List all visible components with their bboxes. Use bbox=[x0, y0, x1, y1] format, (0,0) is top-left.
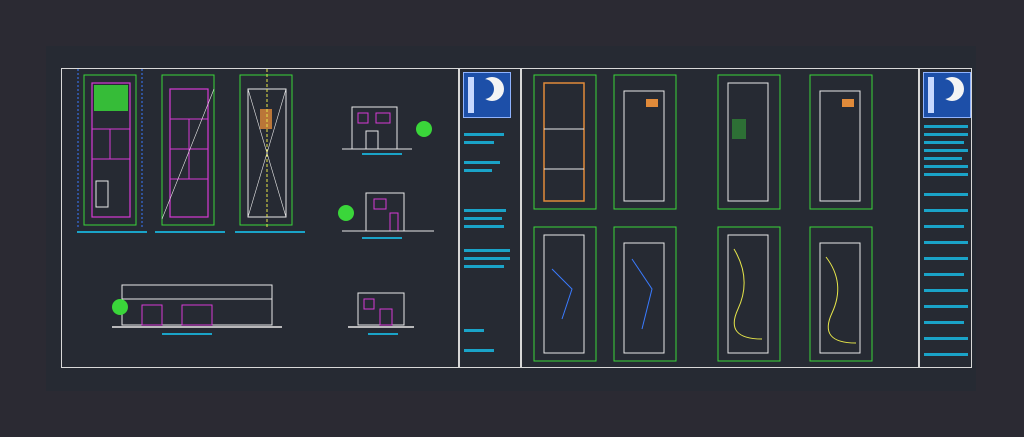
title-block-1 bbox=[458, 69, 522, 367]
drawing-sheet-1[interactable] bbox=[61, 68, 521, 368]
front-elevation[interactable] bbox=[342, 106, 432, 155]
plan-structural-2[interactable] bbox=[613, 74, 677, 210]
sheet-2-drawings bbox=[533, 74, 873, 362]
cad-model-space[interactable] bbox=[46, 46, 976, 391]
floor-plan-ground[interactable] bbox=[77, 69, 147, 233]
drawing-sheet-2[interactable] bbox=[521, 68, 972, 368]
floor-plan-upper[interactable] bbox=[155, 74, 225, 233]
plan-structural-3[interactable] bbox=[717, 74, 781, 210]
logo-moon-icon bbox=[463, 72, 511, 118]
side-elevation[interactable] bbox=[338, 192, 434, 239]
sheet-1-drawings bbox=[77, 69, 434, 335]
tree-icon bbox=[338, 205, 354, 221]
plan-structural-4[interactable] bbox=[809, 74, 873, 210]
plan-install-2[interactable] bbox=[613, 226, 677, 362]
roof-plan[interactable] bbox=[235, 69, 305, 233]
plan-install-1[interactable] bbox=[533, 226, 597, 362]
tree-icon bbox=[112, 299, 128, 315]
cross-section[interactable] bbox=[348, 292, 414, 335]
plan-electrical-1[interactable] bbox=[717, 226, 781, 362]
tree-icon bbox=[416, 121, 432, 137]
logo-moon-icon bbox=[923, 72, 971, 118]
plan-electrical-2[interactable] bbox=[809, 226, 873, 362]
longitudinal-section[interactable] bbox=[112, 284, 282, 335]
plan-structural-1[interactable] bbox=[533, 74, 597, 210]
title-block-2 bbox=[918, 69, 974, 367]
